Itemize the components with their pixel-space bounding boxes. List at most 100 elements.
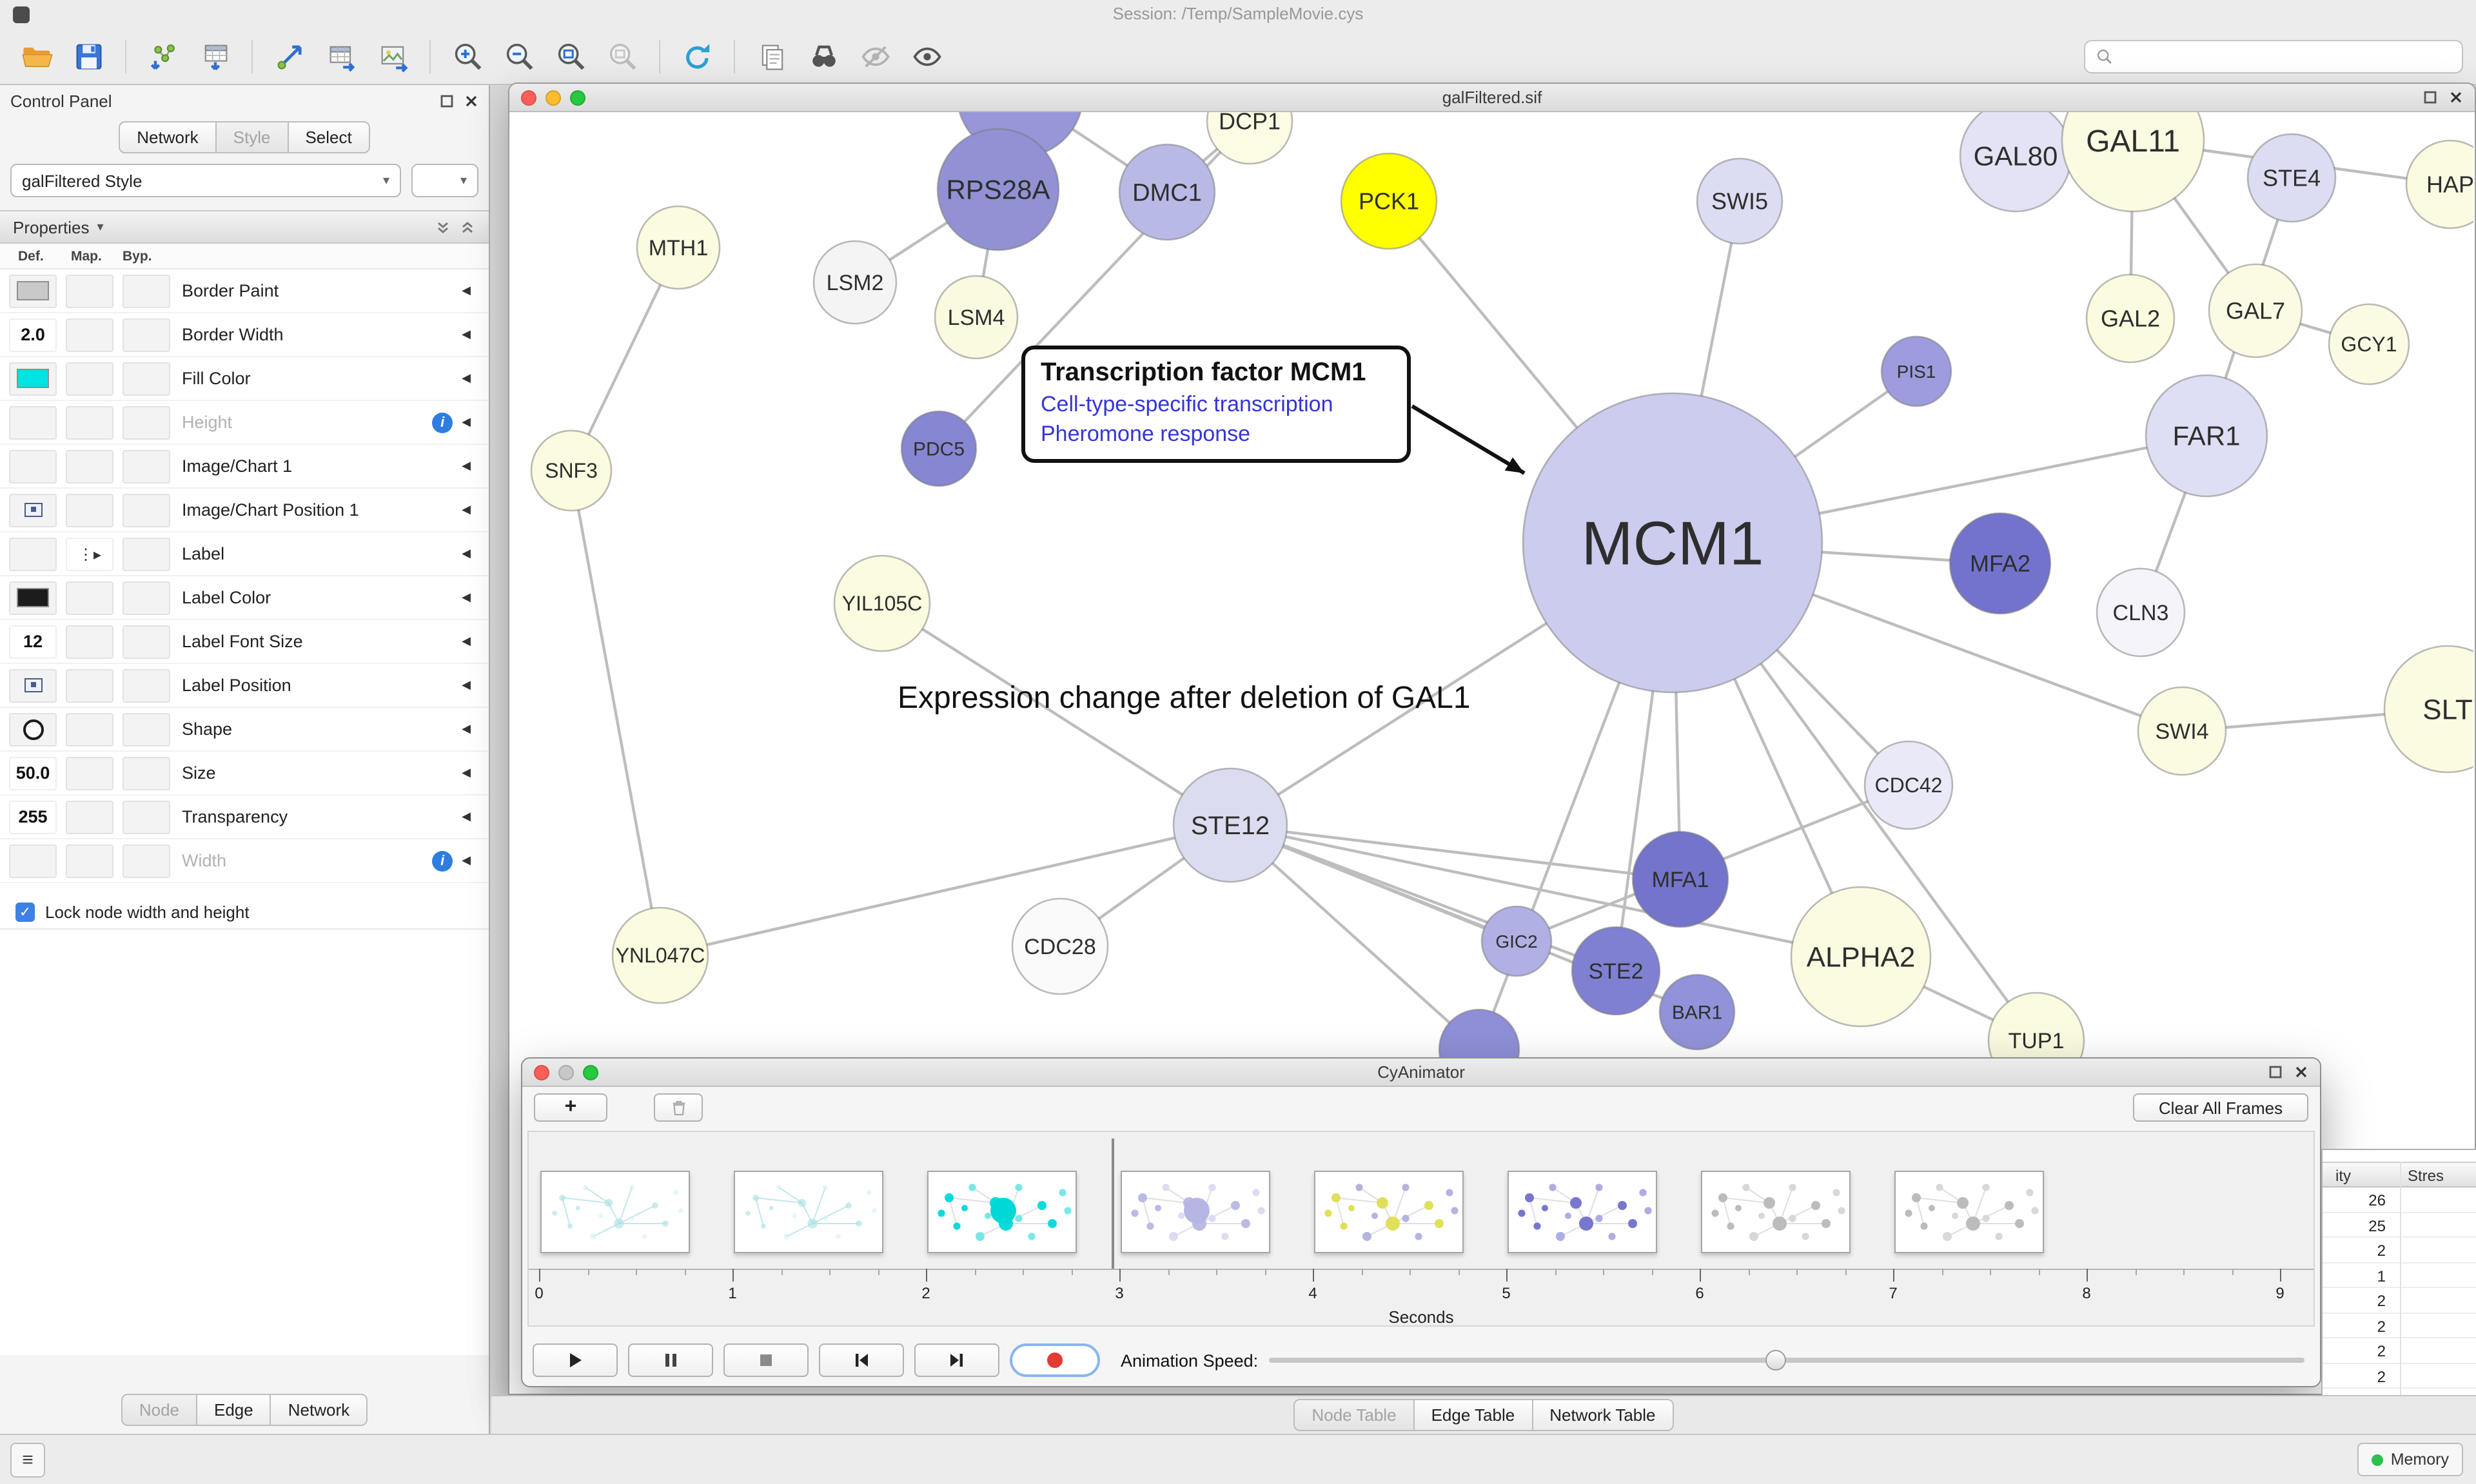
def-cell[interactable]: [9, 362, 57, 395]
annotation-box[interactable]: Transcription factor MCM1 Cell-type-spec…: [1021, 346, 1411, 463]
mapping-icon[interactable]: ⋮▸: [66, 537, 113, 571]
tab-style[interactable]: Style: [215, 121, 289, 153]
table-column-header[interactable]: Stres: [2408, 1167, 2444, 1185]
network-node[interactable]: MFA1: [1631, 830, 1729, 928]
style-options-dropdown[interactable]: ▾: [411, 164, 478, 197]
expand-arrow-icon[interactable]: ◀: [462, 634, 471, 647]
network-node[interactable]: PCK1: [1340, 152, 1438, 250]
map-cell[interactable]: [66, 318, 113, 351]
close-traffic-light[interactable]: [534, 1064, 549, 1080]
table-column-header[interactable]: ity: [2335, 1167, 2351, 1185]
byp-cell[interactable]: [123, 800, 170, 834]
memory-button[interactable]: Memory: [2357, 1443, 2463, 1476]
map-cell[interactable]: [66, 756, 113, 790]
annotation-link[interactable]: Pheromone response: [1041, 422, 1251, 446]
expand-arrow-icon[interactable]: ◀: [462, 722, 471, 735]
zoom-traffic-light[interactable]: [570, 90, 585, 105]
table-row[interactable]: 2: [2323, 1288, 2476, 1313]
def-cell[interactable]: 50.0: [9, 756, 57, 790]
property-row[interactable]: Border Paint◀: [0, 269, 489, 313]
network-node[interactable]: GIC2: [1480, 905, 1553, 977]
frame-thumbnail[interactable]: [1894, 1171, 2044, 1253]
frame-thumbnail[interactable]: [734, 1171, 883, 1253]
table-row[interactable]: 2: [2323, 1363, 2476, 1389]
frame-thumbnail[interactable]: [1701, 1171, 1851, 1253]
style-selector[interactable]: galFiltered Style ▾: [10, 164, 401, 197]
network-node[interactable]: FAR1: [2145, 374, 2268, 498]
zoom-selected-button[interactable]: [598, 34, 646, 78]
map-cell[interactable]: [66, 493, 113, 527]
show-all-button[interactable]: [903, 34, 950, 78]
byp-cell[interactable]: [123, 274, 170, 308]
def-cell[interactable]: [9, 274, 57, 308]
def-cell[interactable]: [9, 405, 57, 439]
export-table-button[interactable]: [317, 34, 365, 78]
animation-speed-slider[interactable]: [1268, 1343, 2304, 1377]
stop-button[interactable]: [723, 1343, 809, 1377]
network-node[interactable]: PIS1: [1880, 335, 1952, 407]
delete-frame-button[interactable]: [654, 1093, 703, 1122]
slider-track[interactable]: [1268, 1358, 2304, 1363]
def-cell[interactable]: 12: [9, 625, 57, 658]
network-node[interactable]: STE2: [1571, 926, 1661, 1016]
byp-cell[interactable]: [123, 537, 170, 571]
def-cell[interactable]: [9, 537, 57, 571]
expand-arrow-icon[interactable]: ◀: [462, 327, 471, 340]
tab-edge[interactable]: Edge: [196, 1394, 271, 1426]
byp-cell[interactable]: [123, 362, 170, 395]
property-row[interactable]: Label Position◀: [0, 664, 489, 708]
import-network-button[interactable]: [139, 34, 187, 78]
zoom-traffic-light[interactable]: [583, 1064, 598, 1080]
property-row[interactable]: Image/Chart 1◀: [0, 445, 489, 489]
tab-network-table[interactable]: Network Table: [1531, 1399, 1674, 1431]
map-cell[interactable]: [66, 274, 113, 308]
expand-arrow-icon[interactable]: ◀: [462, 371, 471, 384]
byp-cell[interactable]: [123, 581, 170, 614]
open-session-button[interactable]: [13, 34, 61, 78]
table-row[interactable]: 2: [2323, 1389, 2476, 1395]
expand-arrow-icon[interactable]: ◀: [462, 591, 471, 603]
map-cell[interactable]: [66, 581, 113, 614]
frame-thumbnail[interactable]: [1314, 1171, 1464, 1253]
network-node[interactable]: ALPHA2: [1790, 886, 1932, 1028]
property-row[interactable]: Image/Chart Position 1◀: [0, 489, 489, 532]
tab-select[interactable]: Select: [287, 121, 370, 153]
float-window-icon[interactable]: [2423, 90, 2437, 104]
byp-cell[interactable]: [123, 756, 170, 790]
network-node[interactable]: SLT: [2383, 645, 2473, 774]
byp-cell[interactable]: [123, 493, 170, 527]
network-node[interactable]: GCY1: [2328, 303, 2410, 386]
network-node[interactable]: MTH1: [636, 205, 721, 290]
def-cell[interactable]: [9, 844, 57, 877]
byp-cell[interactable]: [123, 844, 170, 877]
cyanimator-titlebar[interactable]: CyAnimator: [522, 1059, 2320, 1087]
network-node[interactable]: GAL11: [2061, 112, 2205, 213]
def-cell[interactable]: [9, 669, 57, 702]
expand-arrow-icon[interactable]: ◀: [462, 766, 471, 779]
byp-cell[interactable]: [123, 318, 170, 351]
network-node[interactable]: MCM1: [1522, 392, 1823, 694]
play-button[interactable]: [533, 1343, 618, 1377]
expand-arrow-icon[interactable]: ◀: [462, 284, 471, 297]
table-row[interactable]: 1: [2323, 1263, 2476, 1288]
add-frame-button[interactable]: +: [534, 1093, 607, 1122]
zoom-in-button[interactable]: [444, 34, 491, 78]
first-neighbors-button[interactable]: [800, 34, 847, 78]
byp-cell[interactable]: [123, 669, 170, 702]
close-icon[interactable]: [2449, 90, 2463, 104]
map-cell[interactable]: [66, 844, 113, 877]
frame-thumbnail[interactable]: [927, 1171, 1077, 1253]
close-icon[interactable]: [464, 93, 478, 108]
zoom-fit-button[interactable]: [547, 34, 594, 78]
next-frame-button[interactable]: [914, 1343, 999, 1377]
minimize-traffic-light[interactable]: [545, 90, 561, 105]
tab-node[interactable]: Node: [121, 1394, 197, 1426]
expand-arrow-icon[interactable]: ◀: [462, 810, 471, 823]
def-cell[interactable]: [9, 581, 57, 614]
def-cell[interactable]: [9, 712, 57, 746]
lock-size-checkbox[interactable]: ✓: [15, 903, 35, 922]
close-icon[interactable]: [2294, 1065, 2308, 1079]
def-cell[interactable]: [9, 449, 57, 483]
